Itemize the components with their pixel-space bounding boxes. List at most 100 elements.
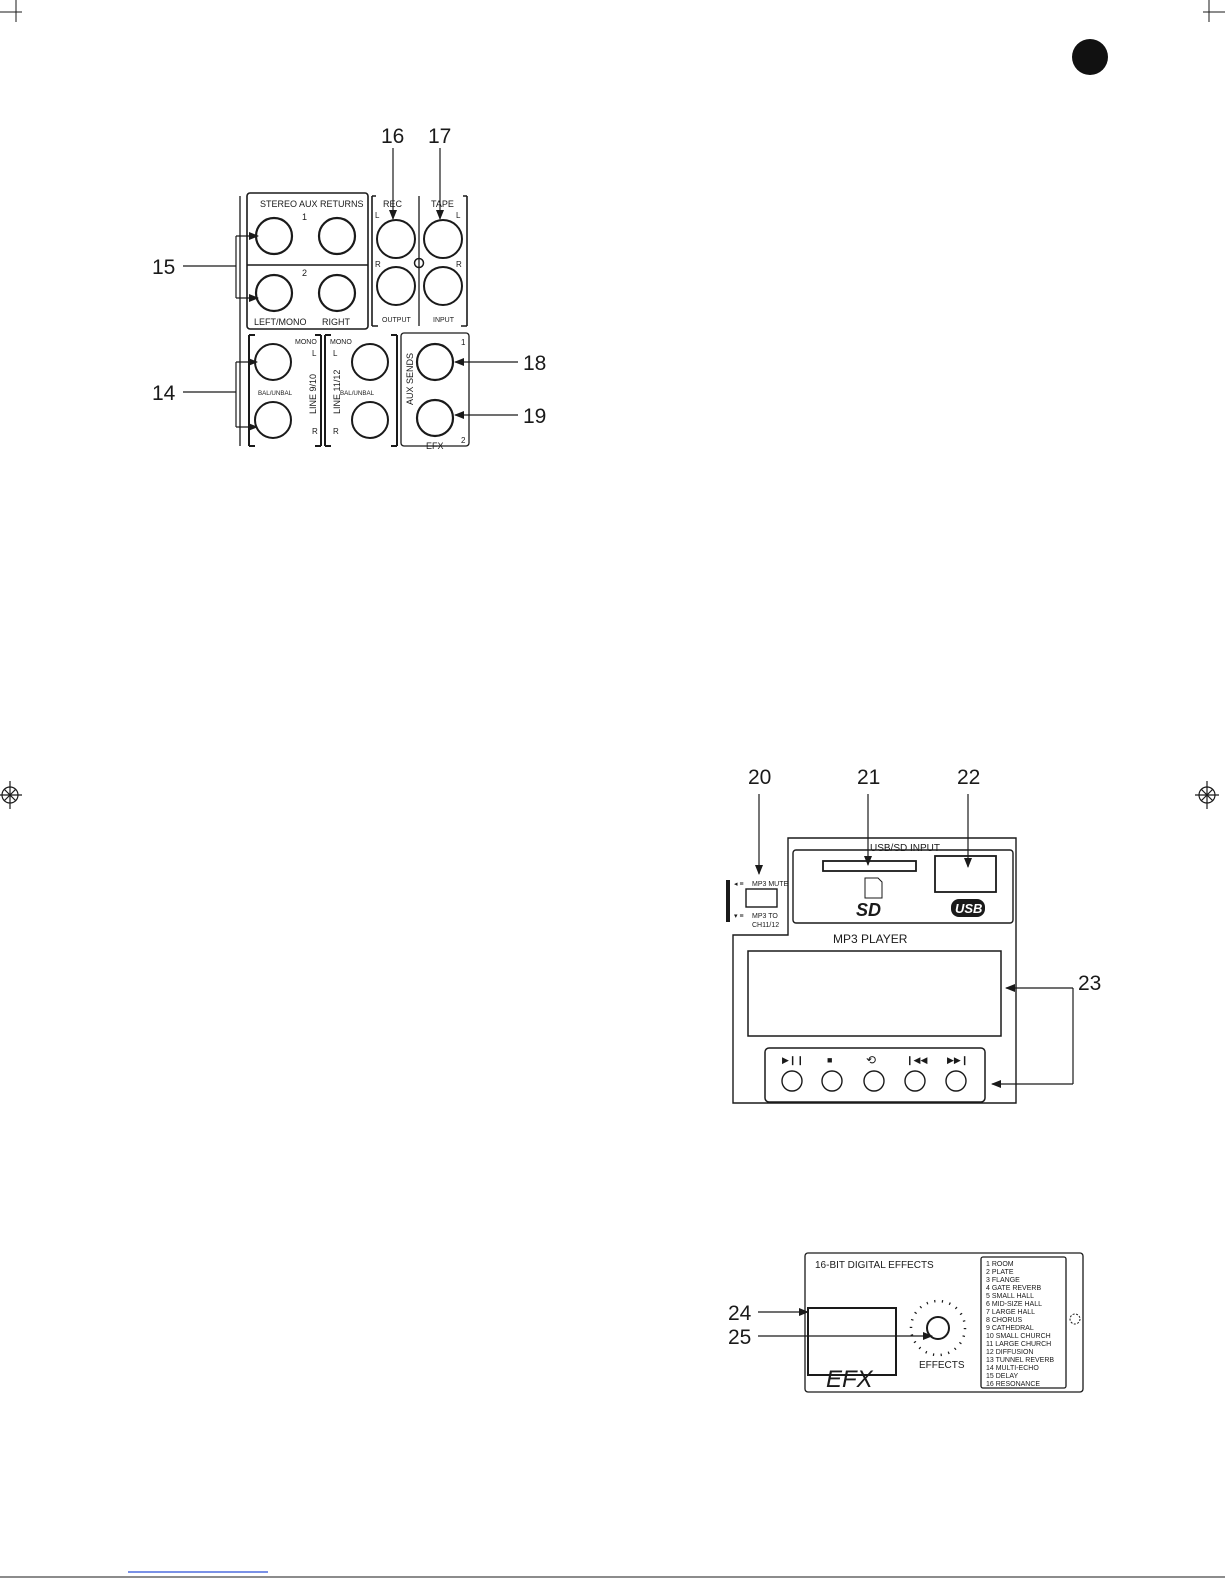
effects-preset-item: 15 DELAY bbox=[986, 1373, 1018, 1380]
effects-preset-item: 10 SMALL CHURCH bbox=[986, 1333, 1051, 1340]
mp3-mute-marker: ◂ ≡ bbox=[734, 881, 744, 888]
line-11-12-mono-label: MONO bbox=[330, 339, 352, 346]
mp3-mute-label: MP3 MUTE bbox=[752, 881, 789, 888]
stereo-aux-returns-label: STEREO AUX RETURNS bbox=[260, 199, 364, 209]
aux-return-1-right-jack bbox=[317, 216, 357, 256]
effects-preset-item: 12 DIFFUSION bbox=[986, 1349, 1033, 1356]
efx-display-label: EFX bbox=[826, 1366, 874, 1393]
transport-button-bar bbox=[764, 1047, 986, 1103]
effects-preset-item: 2 PLATE bbox=[986, 1269, 1014, 1276]
effects-preset-item: 4 GATE REVERB bbox=[986, 1285, 1041, 1292]
efx-send-label: EFX bbox=[426, 441, 444, 451]
effects-preset-item: 8 CHORUS bbox=[986, 1317, 1023, 1324]
callout-21: 21 bbox=[857, 766, 880, 789]
callout-22: 22 bbox=[957, 766, 980, 789]
rear-panel-diagram bbox=[239, 192, 470, 447]
callout-17: 17 bbox=[428, 125, 451, 148]
effects-preset-item: 14 MULTI-ECHO bbox=[986, 1365, 1039, 1372]
mp3-to-label: MP3 TO bbox=[752, 913, 778, 920]
tape-right-jack bbox=[423, 266, 463, 306]
tape-r-label: R bbox=[456, 260, 462, 269]
callout-16: 16 bbox=[381, 125, 404, 148]
mp3-display bbox=[747, 950, 1002, 1037]
effects-panel-diagram bbox=[804, 1252, 1084, 1393]
effects-preset-list-box bbox=[980, 1256, 1067, 1389]
line-11-12-right-jack bbox=[351, 401, 389, 439]
aux-send-1-jack bbox=[415, 342, 455, 382]
efx-display bbox=[807, 1307, 897, 1376]
panel-screw bbox=[1069, 1313, 1081, 1325]
output-label: OUTPUT bbox=[382, 317, 412, 324]
effects-preset-item: 9 CATHEDRAL bbox=[986, 1325, 1034, 1332]
rec-left-jack bbox=[376, 219, 416, 259]
stop-button bbox=[821, 1070, 843, 1092]
aux-return-1-label: 1 bbox=[302, 212, 307, 222]
line-11-12-bracket bbox=[324, 334, 398, 447]
mp3-to-marker: ▾ ≡ bbox=[734, 913, 744, 920]
callout-15: 15 bbox=[152, 256, 175, 279]
effects-panel-leaders bbox=[758, 1308, 933, 1340]
effects-preset-item: 7 LARGE HALL bbox=[986, 1309, 1035, 1316]
aux-send-2-efx-jack bbox=[415, 398, 455, 438]
aux-send-1-label: 1 bbox=[461, 338, 466, 347]
callout-14: 14 bbox=[152, 382, 176, 405]
aux-sends-box bbox=[400, 332, 470, 447]
registration-mark-right bbox=[1195, 781, 1219, 809]
usb-logo: USB bbox=[955, 901, 982, 916]
mp3-panel-diagram bbox=[732, 837, 1017, 1104]
left-mono-label: LEFT/MONO bbox=[254, 317, 307, 327]
line-9-10-left-jack bbox=[254, 343, 292, 381]
rec-r-label: R bbox=[375, 260, 381, 269]
aux-sends-label: AUX SENDS bbox=[405, 353, 415, 405]
line-9-10-label: LINE 9/10 bbox=[308, 374, 318, 414]
page-tab-circle bbox=[1072, 39, 1108, 75]
aux-return-2-left-jack bbox=[254, 273, 294, 313]
sd-card-icon bbox=[864, 877, 883, 899]
aux-return-2-right-jack bbox=[317, 273, 357, 313]
rec-right-jack bbox=[376, 266, 416, 306]
mp3-player-label: MP3 PLAYER bbox=[833, 932, 908, 946]
effects-knob-dial bbox=[909, 1299, 967, 1357]
callout-25: 25 bbox=[728, 1326, 751, 1349]
play-pause-icon: ▶❙❙ bbox=[782, 1055, 804, 1066]
mp3-panel-side-edge bbox=[726, 880, 730, 922]
effects-preset-item: 1 ROOM bbox=[986, 1261, 1014, 1268]
ground-ring bbox=[413, 257, 425, 269]
aux-return-1-left-jack bbox=[254, 216, 294, 256]
effects-preset-item: 3 FLANGE bbox=[986, 1277, 1020, 1284]
stop-icon: ■ bbox=[827, 1055, 832, 1065]
next-icon: ▶▶❙ bbox=[947, 1055, 968, 1066]
line-9-10-bal-label: BAL/UNBAL bbox=[258, 390, 293, 397]
repeat-button bbox=[863, 1070, 885, 1092]
rec-label: REC bbox=[383, 199, 403, 209]
rear-panel-leaders bbox=[183, 148, 518, 431]
usb-port bbox=[934, 855, 997, 893]
sd-card-slot bbox=[822, 860, 917, 872]
effects-preset-item: 5 SMALL HALL bbox=[986, 1293, 1034, 1300]
effects-knob-label: EFFECTS bbox=[919, 1360, 965, 1371]
aux-return-2-label: 2 bbox=[302, 268, 307, 278]
usb-logo-badge bbox=[951, 899, 985, 917]
sd-logo: SD bbox=[856, 900, 881, 920]
input-label: INPUT bbox=[433, 317, 455, 324]
effects-panel-title: 16-BIT DIGITAL EFFECTS bbox=[815, 1260, 934, 1271]
effects-panel-outline bbox=[804, 1252, 1084, 1393]
callout-18: 18 bbox=[523, 352, 546, 375]
callout-24: 24 bbox=[728, 1302, 752, 1325]
rec-tape-bracket bbox=[371, 195, 468, 327]
usb-sd-input-box bbox=[792, 849, 1014, 924]
previous-button bbox=[904, 1070, 926, 1092]
effects-preset-list: 1 ROOM 2 PLATE 3 FLANGE 4 GATE REVERB 5 … bbox=[986, 1261, 1054, 1388]
line-11-12-label: LINE 11/12 bbox=[332, 370, 342, 414]
callout-23: 23 bbox=[1078, 972, 1101, 995]
tape-l-label: L bbox=[456, 211, 461, 220]
aux-send-2-label: 2 bbox=[461, 436, 466, 445]
rec-l-label: L bbox=[375, 211, 380, 220]
next-button bbox=[945, 1070, 967, 1092]
line-9-10-mono-label: MONO bbox=[295, 339, 317, 346]
effects-knob bbox=[926, 1316, 950, 1340]
ch11-12-label: CH11/12 bbox=[752, 922, 779, 929]
line-9-10-r-label: R bbox=[312, 427, 318, 436]
